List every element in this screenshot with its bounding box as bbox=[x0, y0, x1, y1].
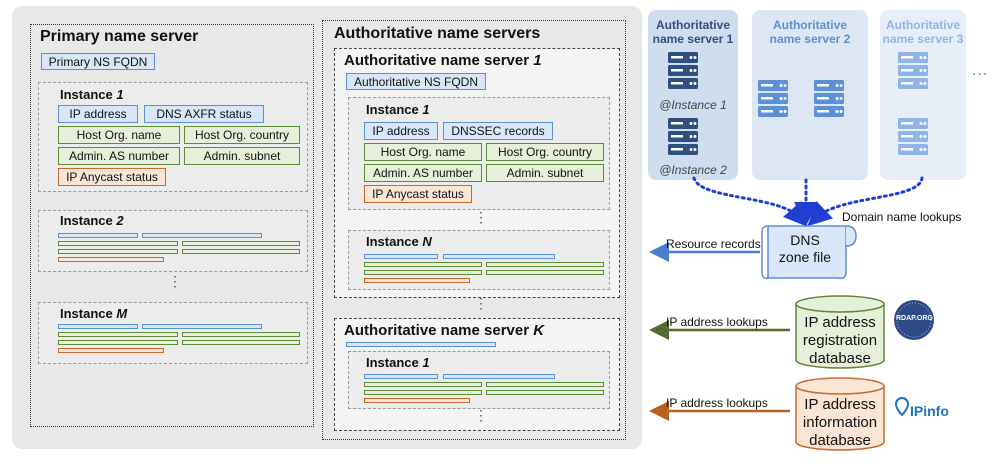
field-admin-as-number: Admin. AS number bbox=[58, 147, 180, 165]
zone-file-label: DNS zone file bbox=[778, 232, 832, 265]
primary-name-server-box bbox=[30, 24, 314, 427]
placeholder-bar bbox=[486, 382, 604, 387]
primary-instance-m-title: Instance M bbox=[60, 306, 128, 321]
primary-instance-1-title: Instance 1 bbox=[60, 87, 124, 102]
placeholder-bar bbox=[182, 241, 300, 246]
field-host-org-country: Host Org. country bbox=[486, 143, 604, 161]
placeholder-bar bbox=[58, 332, 178, 337]
placeholder-bar bbox=[182, 332, 300, 337]
primary-title: Primary name server bbox=[40, 28, 199, 45]
ip-address-lookups-label: IP address lookups bbox=[666, 315, 768, 329]
field-ip-address: IP address bbox=[364, 122, 438, 140]
field-admin-subnet: Admin. subnet bbox=[486, 164, 604, 182]
authoritative-server-k-title: Authoritative name server K bbox=[344, 322, 545, 339]
auth-instance-n bbox=[348, 230, 610, 290]
field-ip-anycast-status: IP Anycast status bbox=[364, 185, 472, 203]
authoritative-server-1-title: Authoritative name server 1 bbox=[344, 52, 542, 69]
field-ip-anycast-status: IP Anycast status bbox=[58, 168, 166, 186]
placeholder-bar bbox=[58, 241, 178, 246]
placeholder-bar bbox=[364, 278, 470, 283]
placeholder-bar bbox=[364, 270, 482, 275]
zone-file-icon bbox=[761, 225, 857, 280]
instance-1-label: @Instance 1 bbox=[659, 98, 727, 112]
auth-k-instance-1-title: Instance 1 bbox=[366, 355, 430, 370]
placeholder-bar bbox=[58, 249, 178, 254]
dns-lookup-arrow bbox=[692, 176, 808, 228]
auth-instance-n-title: Instance N bbox=[366, 234, 432, 249]
placeholder-bar bbox=[58, 257, 164, 262]
primary-instance-2-title: Instance 2 bbox=[60, 213, 124, 228]
resource-records-label: Resource records bbox=[666, 237, 761, 251]
primary-fqdn: Primary NS FQDN bbox=[41, 53, 155, 70]
authoritative-fqdn: Authoritative NS FQDN bbox=[346, 73, 486, 90]
placeholder-bar bbox=[58, 324, 138, 329]
ipinfo-logo-text: IPinfo bbox=[910, 403, 949, 419]
rdap-logo-text: RDAP.ORG bbox=[896, 315, 933, 322]
field-host-org-name: Host Org. name bbox=[364, 143, 482, 161]
placeholder-bar bbox=[58, 340, 178, 345]
placeholder-bar bbox=[443, 254, 555, 259]
authoritative-title: Authoritative name servers bbox=[334, 25, 541, 42]
placeholder-bar bbox=[182, 340, 300, 345]
placeholder-bar bbox=[364, 254, 438, 259]
registration-database-icon bbox=[795, 295, 885, 369]
placeholder-bar bbox=[443, 374, 555, 379]
field-admin-subnet: Admin. subnet bbox=[184, 147, 300, 165]
placeholder-bar bbox=[58, 233, 138, 238]
authoritative-servers-box bbox=[322, 20, 626, 440]
field-ip-address: IP address bbox=[58, 105, 138, 123]
field-dnssec-records: DNSSEC records bbox=[443, 122, 553, 140]
placeholder-bar bbox=[486, 270, 604, 275]
field-host-org-name: Host Org. name bbox=[58, 126, 180, 144]
domain-name-lookups-label: Domain name lookups bbox=[842, 210, 962, 224]
placeholder-bar bbox=[486, 390, 604, 395]
placeholder-bar bbox=[364, 262, 482, 267]
placeholder-bar bbox=[142, 233, 262, 238]
auth-instance-1-title: Instance 1 bbox=[366, 102, 430, 117]
placeholder-bar bbox=[182, 249, 300, 254]
field-dns-axfr-status: DNS AXFR status bbox=[144, 105, 264, 123]
ipinfo-logo-icon bbox=[894, 397, 910, 417]
field-host-org-country: Host Org. country bbox=[184, 126, 300, 144]
information-database-icon bbox=[795, 377, 885, 451]
placeholder-bar bbox=[142, 324, 262, 329]
placeholder-bar bbox=[364, 374, 438, 379]
placeholder-bar bbox=[346, 342, 496, 347]
registration-database-label: IP address registration database bbox=[802, 314, 878, 367]
placeholder-bar bbox=[364, 390, 482, 395]
ip-address-lookups-label: IP address lookups bbox=[666, 396, 768, 410]
placeholder-bar bbox=[486, 262, 604, 267]
placeholder-bar bbox=[58, 348, 164, 353]
placeholder-bar bbox=[364, 398, 470, 403]
more-servers-ellipsis: ... bbox=[972, 62, 989, 79]
rdap-logo-icon bbox=[894, 300, 934, 340]
dns-lookup-arrow bbox=[807, 176, 924, 227]
instance-2-label: @Instance 2 bbox=[659, 163, 727, 177]
field-admin-as-number: Admin. AS number bbox=[364, 164, 482, 182]
placeholder-bar bbox=[364, 382, 482, 387]
information-database-label: IP address information database bbox=[802, 396, 878, 449]
